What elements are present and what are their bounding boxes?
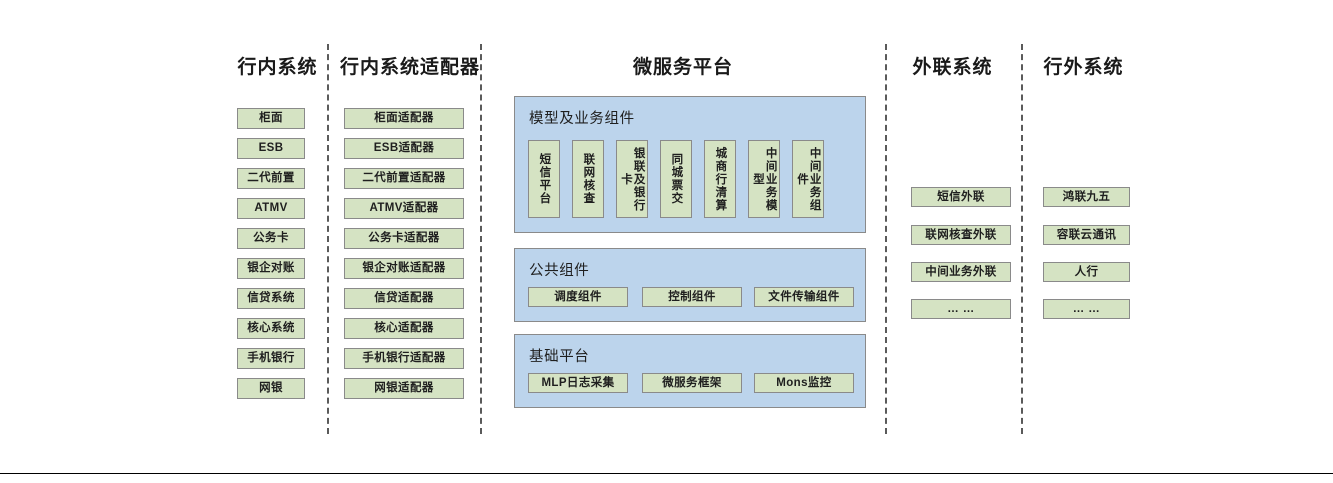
column-title-outside-bank-systems: 行外系统 — [1043, 57, 1124, 78]
node-internal-adapter[interactable]: ATMV适配器 — [344, 198, 464, 219]
node-internal-adapter[interactable]: 手机银行适配器 — [344, 348, 464, 369]
node-public-component[interactable]: 控制组件 — [642, 287, 742, 307]
column-divider-2 — [480, 44, 482, 434]
column-divider-1 — [327, 44, 329, 434]
node-internal-system[interactable]: ESB — [237, 138, 305, 159]
panel-title-public-components: 公共组件 — [529, 263, 590, 279]
node-public-component[interactable]: 调度组件 — [528, 287, 628, 307]
node-external-link-system[interactable]: … … — [911, 299, 1011, 319]
page-bottom-rule — [0, 473, 1333, 474]
node-internal-adapter[interactable]: 公务卡适配器 — [344, 228, 464, 249]
node-internal-system[interactable]: 公务卡 — [237, 228, 305, 249]
node-internal-adapter[interactable]: ESB适配器 — [344, 138, 464, 159]
node-internal-system[interactable]: 核心系统 — [237, 318, 305, 339]
node-internal-adapter[interactable]: 网银适配器 — [344, 378, 464, 399]
node-internal-system[interactable]: 信贷系统 — [237, 288, 305, 309]
node-internal-system[interactable]: 柜面 — [237, 108, 305, 129]
node-model-component[interactable]: 中间业务模型 — [748, 140, 780, 218]
node-base-platform-component[interactable]: MLP日志采集 — [528, 373, 628, 393]
node-internal-system[interactable]: 手机银行 — [237, 348, 305, 369]
node-internal-adapter[interactable]: 核心适配器 — [344, 318, 464, 339]
node-internal-adapter[interactable]: 柜面适配器 — [344, 108, 464, 129]
node-public-component[interactable]: 文件传输组件 — [754, 287, 854, 307]
node-internal-adapter[interactable]: 二代前置适配器 — [344, 168, 464, 189]
node-model-component[interactable]: 短信平台 — [528, 140, 560, 218]
panel-title-model-business-components: 模型及业务组件 — [529, 111, 635, 127]
node-base-platform-component[interactable]: 微服务框架 — [642, 373, 742, 393]
column-title-microservice-platform: 微服务平台 — [632, 57, 733, 78]
node-internal-adapter[interactable]: 信贷适配器 — [344, 288, 464, 309]
node-internal-system[interactable]: 网银 — [237, 378, 305, 399]
node-external-link-system[interactable]: 短信外联 — [911, 187, 1011, 207]
node-model-component[interactable]: 城商行清算 — [704, 140, 736, 218]
node-external-link-system[interactable]: 中间业务外联 — [911, 262, 1011, 282]
panel-public-components: 公共组件 — [514, 248, 866, 322]
panel-base-platform: 基础平台 — [514, 334, 866, 408]
node-model-component[interactable]: 中间业务组件 — [792, 140, 824, 218]
node-external-link-system[interactable]: 联网核查外联 — [911, 225, 1011, 245]
node-outside-bank-system[interactable]: 容联云通讯 — [1043, 225, 1130, 245]
node-model-component[interactable]: 联网核查 — [572, 140, 604, 218]
node-base-platform-component[interactable]: Mons监控 — [754, 373, 854, 393]
node-internal-adapter[interactable]: 银企对账适配器 — [344, 258, 464, 279]
node-model-component[interactable]: 同城票交 — [660, 140, 692, 218]
panel-title-base-platform: 基础平台 — [529, 349, 590, 365]
node-internal-system[interactable]: 银企对账 — [237, 258, 305, 279]
column-title-external-link-systems: 外联系统 — [912, 57, 993, 78]
node-internal-system[interactable]: ATMV — [237, 198, 305, 219]
column-title-internal-systems: 行内系统 — [237, 57, 318, 78]
node-internal-system[interactable]: 二代前置 — [237, 168, 305, 189]
node-outside-bank-system[interactable]: 鸿联九五 — [1043, 187, 1130, 207]
column-divider-4 — [1021, 44, 1023, 434]
node-model-component[interactable]: 银联及银行卡 — [616, 140, 648, 218]
node-outside-bank-system[interactable]: … … — [1043, 299, 1130, 319]
column-divider-3 — [885, 44, 887, 434]
column-title-internal-adapters: 行内系统适配器 — [340, 57, 481, 78]
node-outside-bank-system[interactable]: 人行 — [1043, 262, 1130, 282]
